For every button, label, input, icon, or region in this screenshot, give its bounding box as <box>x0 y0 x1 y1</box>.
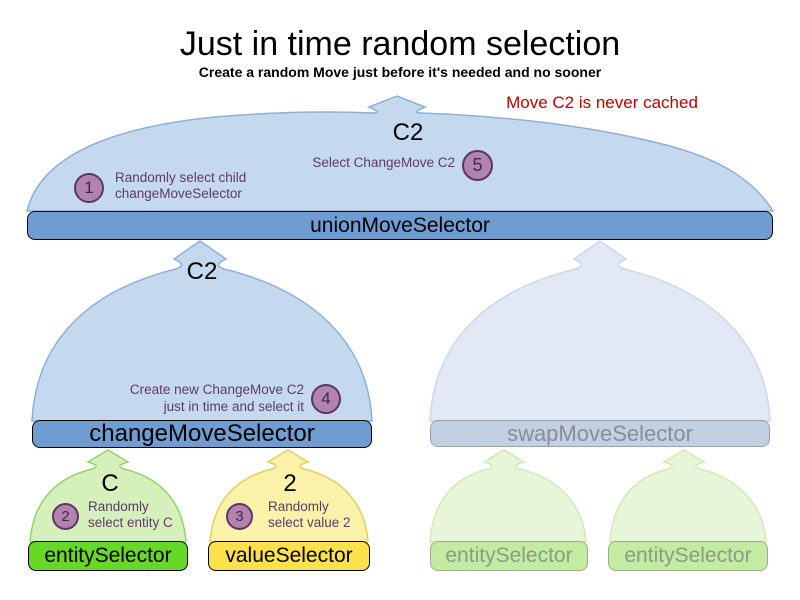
step-5-line1: Select ChangeMove C2 <box>312 155 455 170</box>
entity-selector-faded-left-bar: entitySelector <box>430 541 588 571</box>
change-input-arrow-shape <box>31 240 373 422</box>
step-2-text: Randomly select entity C <box>88 499 173 531</box>
union-input-arrow-shape <box>26 95 775 212</box>
step-4-text: Create new ChangeMove C2 just in time an… <box>104 381 304 415</box>
step-1-text: Randomly select child changeMoveSelector <box>115 170 246 202</box>
step-4-line2: just in time and select it <box>163 399 304 414</box>
union-move-selector-bar: unionMoveSelector <box>27 211 773 240</box>
step-1-number: 1 <box>84 178 94 197</box>
arrow-label-value-2: 2 <box>283 470 297 497</box>
step-1-line1: Randomly select child <box>115 170 247 185</box>
step-4-number: 4 <box>321 389 331 408</box>
step-2-number: 2 <box>61 508 70 525</box>
entity-faded-left-arrow-shape <box>429 449 587 543</box>
step-3-text: Randomly select value 2 <box>268 499 351 531</box>
swap-move-selector-bar: swapMoveSelector <box>430 420 770 447</box>
slide-subtitle: Create a random Move just before it's ne… <box>198 64 602 80</box>
step-5-text: Select ChangeMove C2 <box>300 155 455 171</box>
note-move-never-cached: Move C2 is never cached <box>506 93 698 112</box>
step-3-line2: select value 2 <box>268 515 351 530</box>
step-5-circle: 5 <box>462 150 493 181</box>
step-2-line1: Randomly <box>88 499 149 514</box>
step-2-circle: 2 <box>52 503 79 530</box>
value-selector-bar: valueSelector <box>208 541 370 571</box>
step-1-circle: 1 <box>74 173 104 203</box>
step-3-line1: Randomly <box>268 499 329 514</box>
swap-input-arrow-shape-faded <box>429 240 771 422</box>
step-5-number: 5 <box>472 155 483 175</box>
step-2-line2: select entity C <box>88 515 173 530</box>
step-3-number: 3 <box>235 508 244 525</box>
step-4-circle: 4 <box>311 384 341 414</box>
slide-title: Just in time random selection <box>179 25 621 63</box>
entity-faded-right-arrow-shape <box>609 449 767 543</box>
arrow-label-entity-c: C <box>101 470 119 497</box>
arrow-label-c2-mid: C2 <box>186 258 218 285</box>
step-1-line2: changeMoveSelector <box>115 186 242 201</box>
arrow-label-c2-top: C2 <box>392 119 424 146</box>
step-3-circle: 3 <box>226 503 253 530</box>
entity-selector-faded-right-bar: entitySelector <box>608 541 768 571</box>
step-4-line1: Create new ChangeMove C2 <box>129 382 304 397</box>
entity-selector-bar: entitySelector <box>28 541 188 571</box>
change-move-selector-bar: changeMoveSelector <box>32 420 372 448</box>
